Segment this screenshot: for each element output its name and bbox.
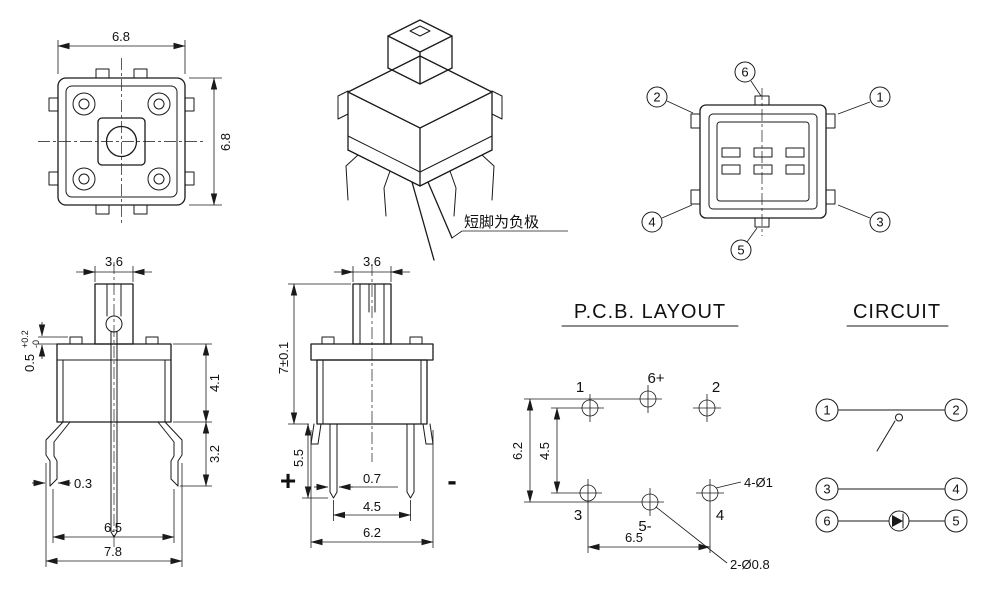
pcb-pin-pitch-dim: 4.5 (537, 442, 552, 460)
svg-text:2: 2 (653, 90, 660, 105)
circuit-node-5: 5 (944, 509, 968, 533)
top-view-height-dim: 6.8 (218, 133, 233, 151)
front-plunger-width-dim: 3.6 (105, 254, 123, 269)
front-step-dim: 0.5 +0.2 -0 (20, 330, 41, 372)
side-lower-height-dim: 5.5 (291, 449, 306, 467)
svg-text:1: 1 (876, 90, 883, 105)
pin-callout-5: 5 (730, 239, 752, 261)
circuit-node-2: 2 (944, 398, 968, 422)
circuit-node-6: 6 (815, 509, 839, 533)
side-total-height-dim: 7±0.1 (276, 342, 291, 374)
pcb-layout: P.C.B. LAYOUT 1 6+ 2 3 (510, 301, 773, 572)
led-lead-short (427, 181, 453, 239)
circuit-title: CIRCUIT (853, 301, 941, 323)
circuit-diagram: CIRCUIT 1 2 3 4 (815, 301, 968, 533)
svg-text:3: 3 (574, 507, 582, 524)
pin-callout-2: 2 (646, 86, 668, 108)
led-symbol (888, 510, 910, 532)
pin-callout-4: 4 (641, 211, 663, 233)
circuit-node-3: 3 (815, 477, 839, 501)
circuit-node-1: 1 (815, 398, 839, 422)
front-view: 3.6 0.5 +0.2 -0 4.1 3.2 0.3 6.5 7.8 (20, 254, 222, 567)
svg-text:-0: -0 (31, 340, 41, 348)
svg-text:+0.2: +0.2 (20, 330, 30, 348)
svg-text:0.5: 0.5 (22, 354, 37, 372)
svg-text:6+: 6+ (647, 370, 664, 387)
pcb-row-pitch-dim: 6.5 (625, 530, 643, 545)
svg-text:3: 3 (823, 482, 830, 497)
pcb-led-pitch-dim: 6.2 (510, 442, 525, 460)
bottom-view: 6 2 1 4 3 5 (641, 61, 891, 261)
pcb-hole-6: 6+ (634, 370, 665, 413)
svg-text:2: 2 (712, 379, 720, 396)
front-lead-thickness-dim: 0.3 (74, 476, 92, 491)
svg-text:4: 4 (648, 215, 655, 230)
short-leg-note: 短脚为负极 (464, 214, 539, 231)
side-lead-width-dim: 0.7 (363, 471, 381, 486)
front-overall-width-dim: 7.8 (104, 544, 122, 559)
svg-text:5: 5 (737, 243, 744, 258)
pin-callout-1: 1 (869, 86, 891, 108)
top-view-width-dim: 6.8 (112, 29, 130, 44)
top-view: 6.8 6.8 (38, 29, 233, 225)
svg-text:4: 4 (952, 482, 959, 497)
svg-text:2: 2 (952, 403, 959, 418)
front-body-height-dim: 4.1 (207, 374, 222, 392)
svg-text:1: 1 (823, 403, 830, 418)
front-lead-span-dim: 6.5 (104, 520, 122, 535)
svg-text:6: 6 (823, 514, 830, 529)
side-view: 3.6 7±0.1 5.5 + - 0.7 4.5 6.2 (276, 254, 457, 548)
perspective-view: 短脚为负极 (337, 19, 568, 261)
svg-text:4: 4 (716, 507, 724, 524)
pcb-pin-holes-label: 4-Ø1 (744, 475, 773, 490)
pin-callout-3: 3 (869, 211, 891, 233)
polarity-minus-label: - (447, 465, 456, 496)
polarity-plus-label: + (280, 465, 296, 496)
pcb-hole-1: 1 (576, 379, 604, 422)
svg-text:6: 6 (741, 65, 748, 80)
pcb-hole-2: 2 (693, 379, 721, 422)
led-lead-long (411, 181, 435, 261)
svg-text:3: 3 (876, 215, 883, 230)
side-lead-pitch-dim: 4.5 (363, 499, 381, 514)
pcb-hole-5: 5- (636, 488, 664, 535)
side-body-width-dim: 6.2 (363, 525, 381, 540)
pin-callout-6: 6 (734, 61, 756, 83)
pcb-layout-title: P.C.B. LAYOUT (574, 301, 726, 323)
switch-symbol (876, 413, 903, 452)
side-plunger-width-dim: 3.6 (363, 254, 381, 269)
svg-text:5: 5 (952, 514, 959, 529)
circuit-node-4: 4 (944, 477, 968, 501)
pcb-hole-4: 4 (696, 479, 724, 524)
svg-text:1: 1 (576, 379, 584, 396)
svg-text:5-: 5- (638, 518, 651, 535)
front-leg-height-dim: 3.2 (207, 445, 222, 463)
pcb-led-holes-label: 2-Ø0.8 (730, 557, 770, 572)
